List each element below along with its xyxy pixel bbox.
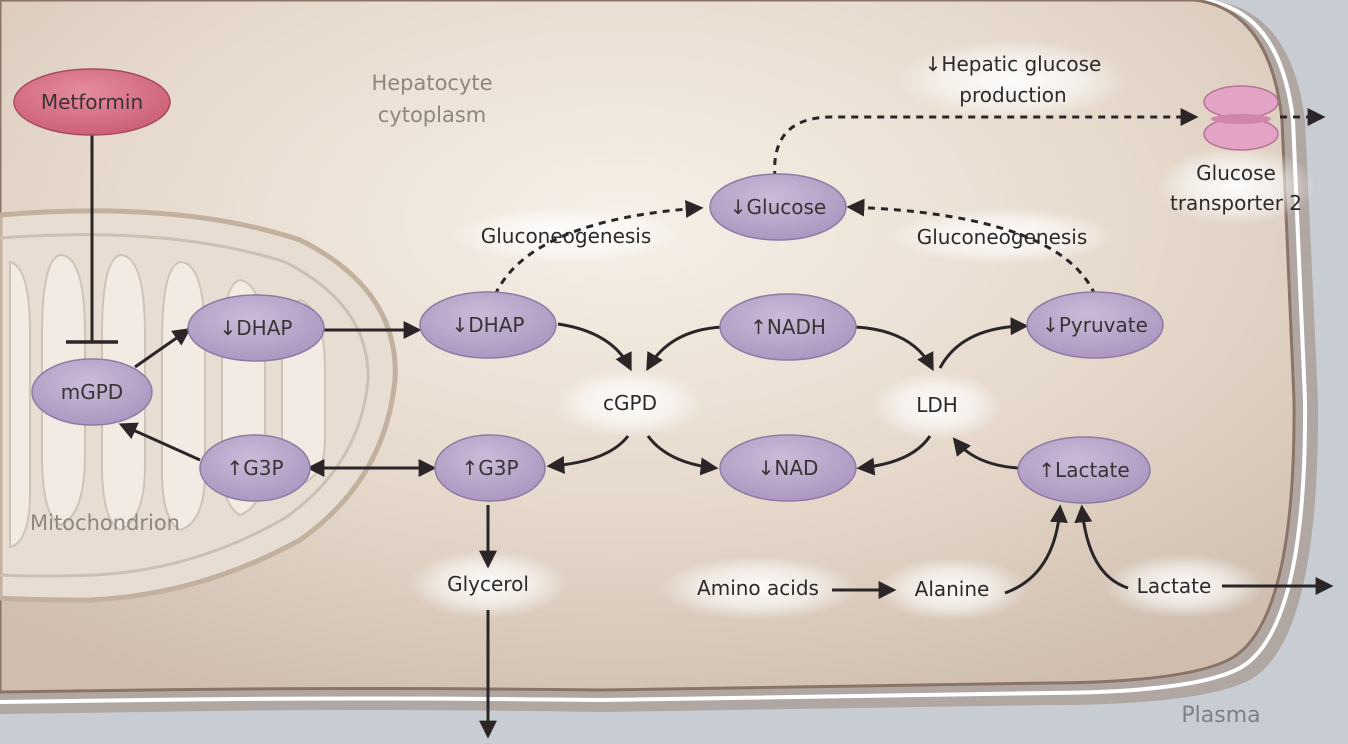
alanine-label: Alanine: [915, 577, 990, 601]
dhap-mito-node: [187, 294, 325, 362]
arrow-glucose-export: [773, 108, 1199, 179]
g3p-cyto-label: ↑G3P: [461, 456, 518, 480]
glucose-transporter-2: [1203, 85, 1279, 151]
nad-node: [719, 434, 857, 502]
lactate-out-label: Lactate: [1137, 574, 1212, 598]
metformin-node-shape: [13, 68, 171, 136]
molecule-nodes: [31, 173, 1164, 504]
arrow-ldh-to-pyruvate: [938, 317, 1029, 369]
hepatic-glucose-line2: production: [959, 83, 1066, 107]
gluconeogenesis-right-label: Gluconeogenesis: [917, 225, 1088, 249]
nadh-node: [719, 293, 857, 361]
mitochondrion-inner-membrane: [0, 233, 370, 578]
arrow-alanine-to-lactate: [1004, 504, 1068, 595]
dhap-cyto-label: ↓DHAP: [452, 313, 525, 337]
arrow-g3p-to-mgpd: [118, 422, 201, 462]
glut2-label-line1: Glucose: [1196, 161, 1276, 185]
arrow-mgpd-to-dhap: [134, 327, 191, 369]
pyruvate-label: ↓Pyruvate: [1042, 313, 1148, 337]
region-cytoplasm-line1: Hepatocyte: [371, 71, 492, 95]
arrow-nadh-to-ldh: [854, 325, 934, 372]
amino-acids-label: Amino acids: [697, 576, 819, 600]
mgpd-label: mGPD: [61, 380, 123, 404]
arrow-gluconeogenesis-right: [846, 198, 1097, 296]
gluconeogenesis-left-label: Gluconeogenesis: [481, 224, 652, 248]
g3p-cyto-node: [434, 434, 546, 502]
mgpd-node: [31, 358, 153, 426]
dhap-mito-label: ↓DHAP: [220, 316, 293, 340]
arrow-ldh-to-nad: [856, 435, 932, 476]
arrow-nadh-to-cgpd: [646, 325, 723, 372]
pathway-arrows: [66, 135, 1334, 739]
hepatic-glucose-line1: ↓Hepatic glucose: [925, 52, 1102, 76]
dhap-cyto-node: [419, 291, 557, 359]
pyruvate-node: [1026, 291, 1164, 359]
glycerol-label: Glycerol: [447, 572, 529, 596]
glucose-label: ↓Glucose: [730, 195, 826, 219]
cell-membrane-line: [0, 0, 1308, 704]
arrow-cgpd-to-g3p: [546, 435, 630, 474]
glucose-node: [709, 173, 847, 241]
ldh-label: LDH: [916, 393, 958, 417]
cgpd-label: cGPD: [603, 391, 657, 415]
arrow-lactate-uptake: [1074, 504, 1129, 590]
lactate-in-node: [1017, 436, 1151, 504]
g3p-mito-node: [199, 434, 311, 502]
g3p-mito-label: ↑G3P: [226, 456, 283, 480]
arrow-dhap-to-cgpd: [557, 322, 632, 372]
arrow-cgpd-to-nad: [646, 435, 719, 476]
region-cytoplasm-line2: cytoplasm: [378, 103, 487, 127]
metformin-label: Metformin: [41, 90, 143, 114]
arrow-lactate-to-ldh: [952, 437, 1019, 470]
label-glows: [408, 40, 1316, 621]
lactate-in-label: ↑Lactate: [1038, 458, 1129, 482]
nad-label: ↓NAD: [758, 456, 819, 480]
region-plasma-label: Plasma: [1181, 703, 1260, 728]
glut2-label-line2: transporter 2: [1170, 191, 1302, 215]
nadh-label: ↑NADH: [750, 315, 826, 339]
region-mitochondrion-label: Mitochondrion: [30, 511, 180, 535]
dashed-arrows: [493, 108, 1326, 296]
arrow-gluconeogenesis-left: [493, 200, 704, 296]
